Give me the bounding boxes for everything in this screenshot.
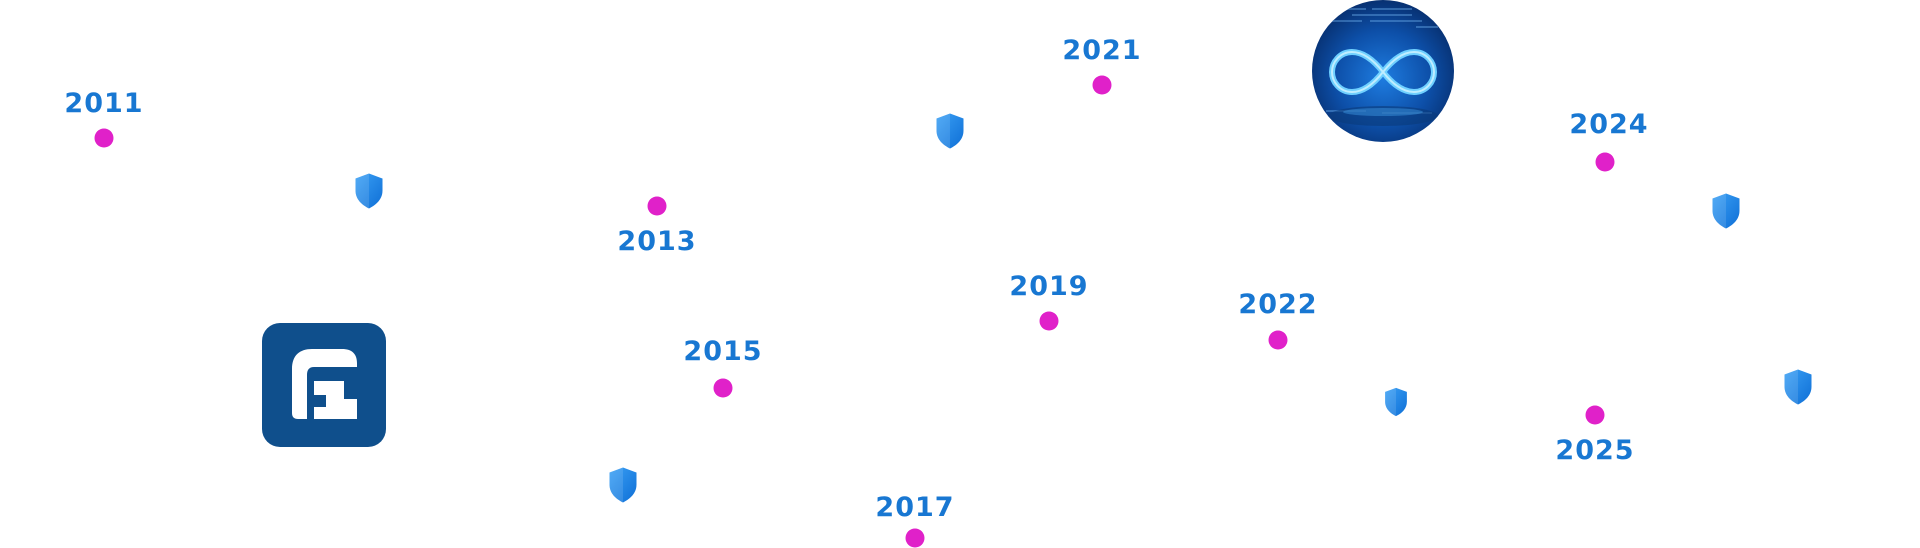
timeline-dot-2017 xyxy=(905,528,925,548)
shield-icon xyxy=(354,173,385,210)
year-label-2021: 2021 xyxy=(1062,35,1142,66)
timeline-dot-2019 xyxy=(1039,311,1059,331)
shield-icon xyxy=(1783,369,1814,406)
year-label-2015: 2015 xyxy=(683,336,763,367)
logo-mark-icon xyxy=(292,349,357,419)
year-label-2013: 2013 xyxy=(617,226,697,257)
timeline-dot-2022 xyxy=(1268,330,1288,350)
timeline-dot-2025 xyxy=(1585,405,1605,425)
shield-icon xyxy=(1384,387,1409,417)
timeline-dot-2011 xyxy=(94,128,114,148)
shield-icon xyxy=(608,467,639,504)
year-label-2019: 2019 xyxy=(1009,271,1089,302)
timeline-dot-2015 xyxy=(713,378,733,398)
timeline-dot-2024 xyxy=(1595,152,1615,172)
year-label-2025: 2025 xyxy=(1555,435,1635,466)
timeline-dot-2013 xyxy=(647,196,667,216)
year-label-2011: 2011 xyxy=(64,88,144,119)
shield-icon xyxy=(1711,193,1742,230)
infinity-tech-image xyxy=(1312,0,1454,142)
shield-icon xyxy=(935,113,966,150)
year-label-2024: 2024 xyxy=(1569,109,1649,140)
timeline-dot-2021 xyxy=(1092,75,1112,95)
company-logo xyxy=(262,323,386,447)
year-label-2022: 2022 xyxy=(1238,289,1318,320)
year-label-2017: 2017 xyxy=(875,492,955,523)
